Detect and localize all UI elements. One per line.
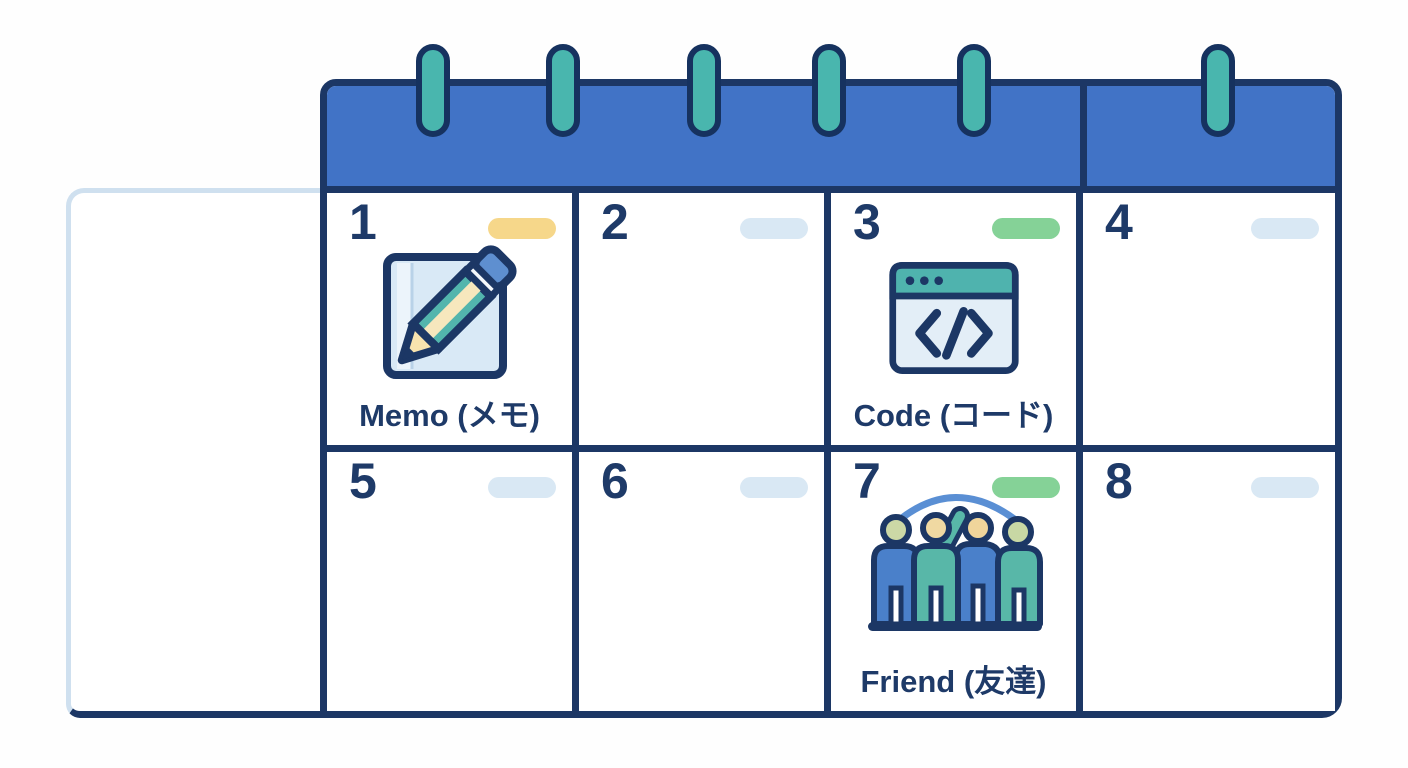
event-badge bbox=[488, 218, 556, 239]
event-badge bbox=[740, 477, 808, 498]
day-number: 7 bbox=[853, 453, 881, 509]
day-number: 8 bbox=[1105, 453, 1133, 509]
binder-ring bbox=[812, 44, 846, 137]
binder-ring bbox=[546, 44, 580, 137]
calendar-cell-5: 5 bbox=[327, 452, 579, 711]
day-label: Code (コード) bbox=[853, 398, 1054, 433]
binder-ring bbox=[416, 44, 450, 137]
binder-ring bbox=[957, 44, 991, 137]
day-number: 6 bbox=[601, 453, 629, 509]
day-number: 3 bbox=[853, 194, 881, 250]
calendar-cell-8: 8 bbox=[1083, 452, 1335, 711]
event-badge bbox=[992, 477, 1060, 498]
event-badge bbox=[992, 218, 1060, 239]
calendar-grid: 1 bbox=[327, 193, 1335, 711]
calendar-cell-2: 2 bbox=[579, 193, 831, 452]
header-column-divider bbox=[1080, 86, 1087, 186]
binder-ring bbox=[1201, 44, 1235, 137]
calendar-cell-6: 6 bbox=[579, 452, 831, 711]
calendar-cell-1: 1 bbox=[327, 193, 579, 452]
calendar-cell-7: 7 bbox=[831, 452, 1083, 711]
calendar-cell-4: 4 bbox=[1083, 193, 1335, 452]
calendar: 1 bbox=[320, 79, 1342, 718]
day-number: 2 bbox=[601, 194, 629, 250]
event-badge bbox=[740, 218, 808, 239]
event-badge bbox=[1251, 477, 1319, 498]
event-badge bbox=[488, 477, 556, 498]
friends-icon bbox=[860, 476, 1048, 643]
code-window-icon bbox=[887, 259, 1021, 382]
day-number: 1 bbox=[349, 194, 377, 250]
memo-pencil-icon bbox=[375, 237, 525, 392]
day-number: 4 bbox=[1105, 194, 1133, 250]
event-badge bbox=[1251, 218, 1319, 239]
day-number: 5 bbox=[349, 453, 377, 509]
calendar-cell-3: 3 Code (コード) bbox=[831, 193, 1083, 452]
day-label: Friend (友達) bbox=[860, 664, 1047, 699]
binder-ring bbox=[687, 44, 721, 137]
day-label: Memo (メモ) bbox=[359, 398, 540, 433]
